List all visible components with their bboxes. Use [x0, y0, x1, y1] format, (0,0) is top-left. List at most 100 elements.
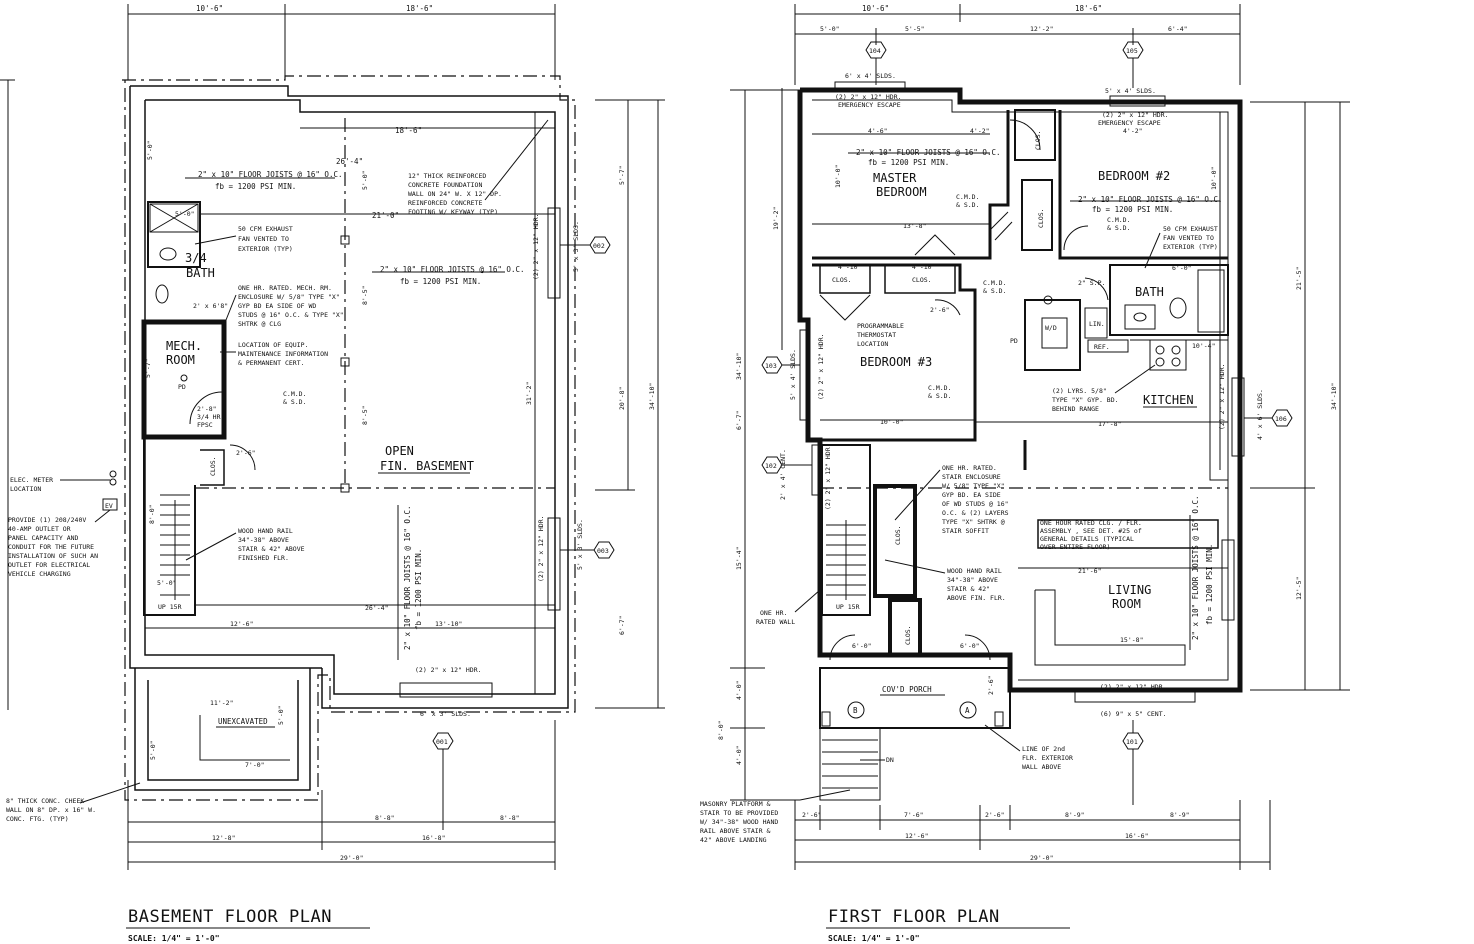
ff-slds-right: 4' x 6' SLDS. — [1256, 389, 1264, 440]
ff-hall-sd: & S.D. — [983, 287, 1006, 295]
ff-rail-4: ABOVE FIN. FLR. — [947, 594, 1006, 602]
ff-ref: REF. — [1094, 343, 1110, 351]
ff-dim-15-8: 15'-8" — [1120, 636, 1143, 644]
ff-stair-note-2: STAIR ENCLOSURE — [942, 473, 1001, 481]
ff-pd: PD — [1010, 337, 1018, 345]
mech-door-1: 2'-8" — [197, 405, 217, 413]
ff-bot-16-6: 16'-6" — [1125, 832, 1148, 840]
bsmt-rail-1: WOOD HAND RAIL — [238, 527, 293, 535]
ev-note-5: INSTALLATION OF SUCH AN — [8, 552, 98, 560]
ff-bot-2-6b: 2'-6" — [985, 811, 1005, 819]
ff-dim-4-6: 4'-6" — [868, 127, 888, 135]
found-note-2: CONCRETE FOUNDATION — [408, 181, 482, 189]
ff-left-dim-4-0b: 4'-0" — [735, 745, 743, 765]
ff-stair-note-3: W/ 5/8" TYPE "X" — [942, 482, 1005, 490]
ff-cent-left: 2' x 4' CENT. — [779, 449, 787, 500]
ff-master-vdim: 10'-0" — [834, 165, 842, 188]
bsmt-fan-1: 50 CFM EXHAUST — [238, 225, 293, 233]
inner-dim-31-2: 31'-2" — [525, 382, 533, 405]
ev-note-7: VEHICLE CHARGING — [8, 570, 71, 578]
ff-mason-1: MASONRY PLATFORM & — [700, 800, 771, 808]
svg-text:103: 103 — [765, 362, 777, 370]
ff-bed2-cmd: C.M.D. — [1107, 216, 1130, 224]
bsmt-top-dim-1: 10'-6" — [196, 4, 223, 13]
ff-clg-4: OVER ENTIRE FLOOR) — [1040, 543, 1110, 551]
dim-8-5b: 8'-5" — [361, 405, 369, 425]
ff-mason-3: W/ 34"-38" WOOD HAND — [700, 818, 778, 826]
ff-hdr-tr-2: EMERGENCY ESCAPE — [1098, 119, 1161, 127]
ff-hdr-tl-1: (2) 2" x 12" HDR. — [835, 93, 902, 101]
ff-rail-2: 34"-38" ABOVE — [947, 576, 998, 584]
ff-fan-2: FAN VENTED TO — [1163, 234, 1214, 242]
dim-8-5: 8'-5" — [361, 285, 369, 305]
ev-note-3: PANEL CAPACITY AND — [8, 534, 79, 542]
ff-slds-top-l: 6' x 4' SLDS. — [845, 72, 896, 80]
mech-note-2: ENCLOSURE W/ 5/8" TYPE "X" — [238, 293, 340, 301]
ff-clos-2: CLOS. — [1037, 208, 1045, 228]
ff-line-note-2: FLR. EXTERIOR — [1022, 754, 1073, 762]
ff-line-note-3: WALL ABOVE — [1022, 763, 1061, 771]
ff-top2-2: 5'-5" — [905, 25, 925, 33]
ff-cent-bot: (6) 9" x 5" CENT. — [1100, 710, 1167, 718]
bath-door: 2' x 6'8" — [193, 302, 228, 310]
ff-stair-note-5: OF WD STUDS @ 16" — [942, 500, 1009, 508]
ff-stair-note-4: GYP BD. EA SIDE — [942, 491, 1001, 499]
dim-5-0b: 5'-0" — [149, 740, 157, 760]
tag-101: 101 — [1122, 732, 1144, 750]
ff-bed3-cmd: C.M.D. — [928, 384, 951, 392]
ff-top-dim-1: 10'-6" — [862, 4, 889, 13]
mech-door-2: 3/4 HR — [197, 413, 221, 421]
found-note-5: FOOTING W/ KEYWAY (TYP) — [408, 208, 498, 216]
porch-label: COV'D PORCH — [882, 685, 932, 694]
ff-bot-8-9a: 8'-9" — [1065, 811, 1085, 819]
ff-right-dim-21-5: 21'-5" — [1295, 267, 1303, 290]
ff-top2-1: 5'-0" — [820, 25, 840, 33]
ff-slds-left: 5' x 4' SLDS. — [789, 349, 797, 400]
ff-bath-label: BATH — [1135, 285, 1164, 299]
ff-bed3-sd: & S.D. — [928, 392, 951, 400]
bath-dim: 5'-0" — [175, 210, 195, 218]
bsmt-rail-2: 34"-38" ABOVE — [238, 536, 289, 544]
dim-18-6: 18'-6" — [395, 126, 422, 135]
ff-wd: W/D — [1045, 324, 1057, 332]
ff-thermo-1: PROGRAMMABLE — [857, 322, 904, 330]
svg-text:002: 002 — [593, 242, 605, 250]
found-note-3: WALL ON 24" W. X 12" DP. — [408, 190, 502, 198]
ff-range-1: (2) LYRS. 5/8" — [1052, 387, 1107, 395]
bot-dim-29-0: 29'-0" — [340, 854, 363, 862]
open-label-2: FIN. BASEMENT — [380, 459, 474, 473]
ff-porch-dim: 2'-6" — [987, 675, 995, 695]
ff-top2-3: 12'-2" — [1030, 25, 1053, 33]
ff-bot-12-6: 12'-6" — [905, 832, 928, 840]
ff-bed2-sd: & S.D. — [1107, 224, 1130, 232]
ff-dim-4-10a: 4'-10" — [838, 263, 861, 271]
ff-dim-10-4: 10'-4" — [1192, 342, 1215, 350]
ff-fan-1: 50 CFM EXHAUST — [1163, 225, 1218, 233]
bsmt-slds-right-1: 5' x 3' SLDS. — [572, 221, 580, 272]
dim-13-10: 13'-10" — [435, 620, 462, 628]
bsmt-top-dim-2: 18'-6" — [406, 4, 433, 13]
ff-clos-4: CLOS. — [912, 276, 932, 284]
ff-clos-3: CLOS. — [832, 276, 852, 284]
ff-stair-note-7: TYPE "X" SHTRK @ — [942, 518, 1005, 526]
dim-11-2: 11'-2" — [210, 699, 233, 707]
ff-left-dim-19-2: 19'-2" — [772, 207, 780, 230]
bsmt-hdr-right-2: (2) 2" x 12" HDR. — [537, 515, 545, 582]
dim-12-6: 12'-6" — [230, 620, 253, 628]
bsmt-slds-bottom: 6' x 3' SLDS. — [420, 710, 471, 718]
ff-hdr-tl-2: EMERGENCY ESCAPE — [838, 101, 901, 109]
bedroom2-label: BEDROOM #2 — [1098, 169, 1170, 183]
cheek-note-1: 8" THICK CONC. CHEEK — [6, 797, 84, 805]
unexcavated-label: UNEXCAVATED — [218, 717, 268, 726]
ff-top-dim-2: 18'-6" — [1075, 4, 1102, 13]
ff-slds-top-r: 5' x 4' SLDS. — [1105, 87, 1156, 95]
ff-bath-dim: 6'-0" — [1172, 264, 1192, 272]
cheek-note-3: CONC. FTG. (TYP) — [6, 815, 69, 823]
ff-left-dim-15-4: 15'-4" — [735, 547, 743, 570]
living-label-2: ROOM — [1112, 597, 1141, 611]
ff-bot-8-9b: 8'-9" — [1170, 811, 1190, 819]
basement-bath-label: BATH — [186, 266, 215, 280]
ff-left-dim-4-0a: 4'-0" — [735, 680, 743, 700]
svg-text:106: 106 — [1275, 415, 1287, 423]
ff-sp: 2" S.P. — [1078, 279, 1105, 287]
